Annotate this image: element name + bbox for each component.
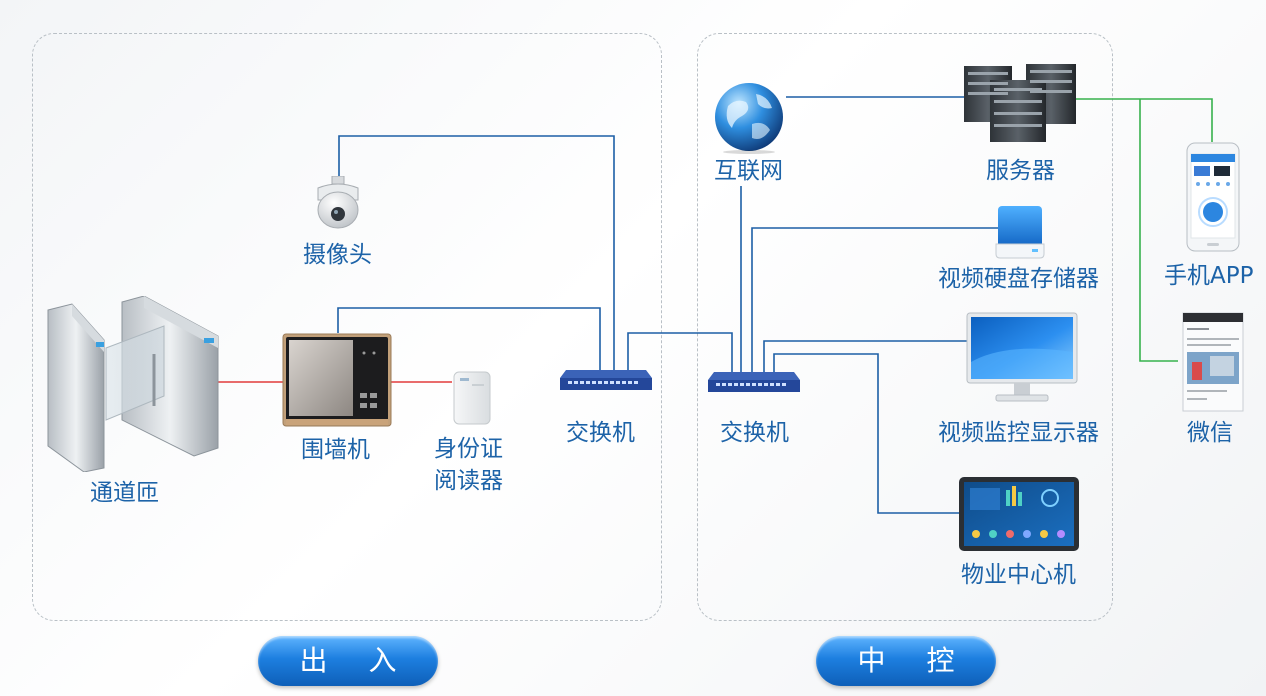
camera-icon bbox=[317, 176, 359, 229]
server-label: 服务器 bbox=[986, 158, 1055, 184]
camera-label: 摄像头 bbox=[303, 242, 372, 268]
server-icon bbox=[964, 64, 1076, 142]
management-center-icon bbox=[959, 477, 1079, 551]
management-center-label: 物业中心机 bbox=[961, 562, 1076, 588]
link-switch-switch bbox=[627, 332, 733, 372]
entrance-zone-pill: 出 入 口 bbox=[258, 636, 438, 696]
link-camera-switch bbox=[338, 135, 615, 372]
mobile-app-label: 手机APP bbox=[1164, 263, 1254, 289]
switch-left-icon bbox=[560, 370, 652, 390]
wall-unit-label: 围墙机 bbox=[301, 437, 370, 463]
link-monitor-switch bbox=[763, 340, 972, 372]
monitor-label: 视频监控显示器 bbox=[938, 420, 1099, 446]
link-center-switch bbox=[773, 353, 960, 514]
turnstile-icon bbox=[47, 296, 219, 472]
id-reader-label-line2: 阅读器 bbox=[434, 468, 503, 494]
storage-drive-icon bbox=[995, 206, 1045, 259]
wall-unit-icon bbox=[282, 333, 392, 427]
wechat-label: 微信 bbox=[1187, 420, 1233, 446]
switch-right-label: 交换机 bbox=[720, 420, 789, 446]
storage-label: 视频硬盘存储器 bbox=[938, 266, 1099, 292]
id-reader-label: 身份证 阅读器 bbox=[434, 433, 503, 497]
entrance-zone bbox=[32, 33, 662, 621]
control-room-zone-pill: 中 控 室 bbox=[816, 636, 996, 696]
link-server-mobile bbox=[1060, 98, 1213, 142]
switch-left-label: 交换机 bbox=[566, 420, 635, 446]
monitor-icon bbox=[966, 312, 1078, 402]
turnstile-label: 通道匝 bbox=[90, 480, 159, 506]
mobile-phone-icon bbox=[1186, 142, 1240, 252]
link-wallunit-switch bbox=[337, 307, 601, 372]
link-storage-switch bbox=[751, 227, 1000, 372]
link-server-wechat bbox=[1139, 99, 1178, 362]
wechat-screen-icon bbox=[1182, 312, 1244, 412]
id-reader-icon bbox=[453, 371, 491, 425]
switch-right-icon bbox=[708, 372, 800, 392]
internet-label: 互联网 bbox=[714, 158, 783, 184]
id-reader-label-line1: 身份证 bbox=[434, 436, 503, 462]
control-room-zone bbox=[697, 33, 1113, 621]
globe-icon bbox=[715, 83, 783, 154]
